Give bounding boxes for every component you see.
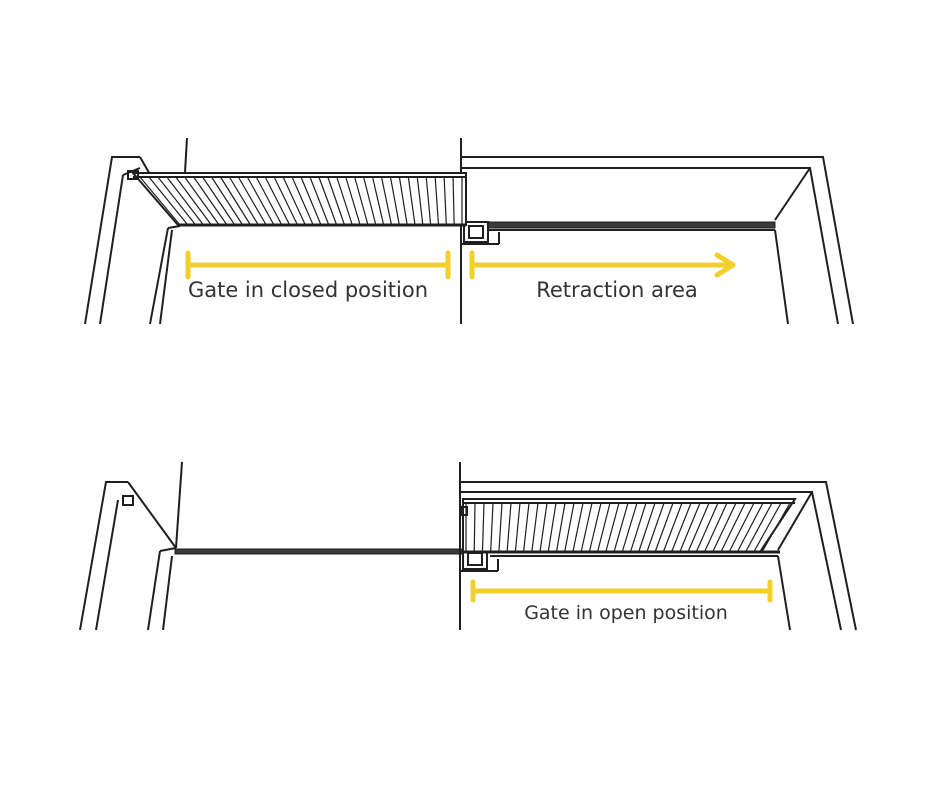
gate-bar (687, 502, 710, 553)
gate-bar (175, 176, 212, 226)
gate-bar (255, 176, 283, 226)
gate-bar (407, 176, 416, 226)
gate-bar (662, 502, 683, 553)
gate-bar (443, 176, 447, 226)
gate-bar (264, 176, 291, 226)
gate-bar (246, 176, 275, 226)
left-pillar-bottom (79, 481, 177, 631)
gate-bar (166, 176, 204, 226)
gate-bar (580, 502, 593, 553)
gate-bar (638, 502, 656, 553)
gate-bar (572, 502, 584, 553)
gate-bar (282, 176, 306, 226)
gate-bar (736, 502, 764, 553)
gate-bar (291, 176, 314, 226)
right-wall-top (461, 156, 854, 325)
label-retraction-area: Retraction area (536, 278, 698, 302)
gate-bar (354, 176, 369, 226)
closed-scene (84, 137, 854, 325)
motor-bottom (460, 548, 499, 572)
gate-bar (219, 176, 252, 226)
gate-bar (629, 502, 647, 553)
left-pillar-top (84, 156, 181, 325)
gate-bar (555, 502, 566, 553)
gate-bar (522, 502, 530, 553)
gate-bar (148, 176, 189, 226)
gate-bar (273, 176, 299, 226)
gate-bar (139, 176, 181, 226)
gate-bar (193, 176, 228, 226)
gate-bar (539, 502, 548, 553)
open-scene (79, 461, 857, 631)
gate-bar (547, 502, 557, 553)
pole-bottom (175, 461, 183, 549)
label-open-position: Gate in open position (524, 602, 728, 624)
gate-bar (345, 176, 361, 226)
gate-bar (605, 502, 620, 553)
gate-bar (498, 502, 503, 553)
retraction-arrow (469, 250, 736, 280)
gate-panel-closed (127, 170, 467, 227)
right-wall-bottom (460, 481, 857, 631)
label-closed-position: Gate in closed position (187, 278, 429, 302)
open-dimension (470, 579, 773, 603)
gate-bar (228, 176, 259, 226)
gate-bar (416, 176, 424, 226)
gate-bar (761, 502, 791, 553)
gate-bar (211, 176, 244, 226)
gate-bar (202, 176, 236, 226)
gate-bar (473, 502, 476, 553)
gate-bar (654, 502, 674, 553)
gate-bar (363, 176, 377, 226)
track-top (487, 221, 776, 229)
gate-bar (300, 176, 322, 226)
gate-bar (596, 502, 611, 553)
gate-bar (753, 502, 782, 553)
motor-top (461, 221, 500, 245)
gate-bar (745, 502, 773, 553)
gate-bar (318, 176, 338, 226)
gate-bar (380, 176, 393, 226)
gate-bar (481, 502, 485, 553)
gate-bar (564, 502, 575, 553)
track-bottom (174, 548, 464, 555)
gate-bar (621, 502, 638, 553)
gate-panel-open (460, 498, 797, 554)
gate-bar (237, 176, 267, 226)
gate-bar (728, 502, 755, 553)
gate-bar (531, 502, 539, 553)
gate-bar (720, 502, 746, 553)
gate-bar (336, 176, 353, 226)
gate-bar (490, 502, 494, 553)
gate-bar (425, 176, 432, 226)
gate-bar (452, 176, 455, 226)
gate-bar (670, 502, 692, 553)
gate-bar (703, 502, 728, 553)
gate-bar (514, 502, 521, 553)
gate-bar (695, 502, 719, 553)
gate-bar (712, 502, 737, 553)
gate-bar (588, 502, 602, 553)
gate-bar (309, 176, 330, 226)
gate-bar (327, 176, 346, 226)
gate-bar (389, 176, 400, 226)
gate-bar (371, 176, 385, 226)
gate-bar (398, 176, 408, 226)
closed-dimension (185, 250, 451, 280)
gate-bar (506, 502, 512, 553)
gate-bar (184, 176, 220, 226)
gate-bar (679, 502, 701, 553)
gate-bar (646, 502, 665, 553)
gate-bar (613, 502, 629, 553)
gate-bar (434, 176, 440, 226)
gate-bar (157, 176, 197, 226)
